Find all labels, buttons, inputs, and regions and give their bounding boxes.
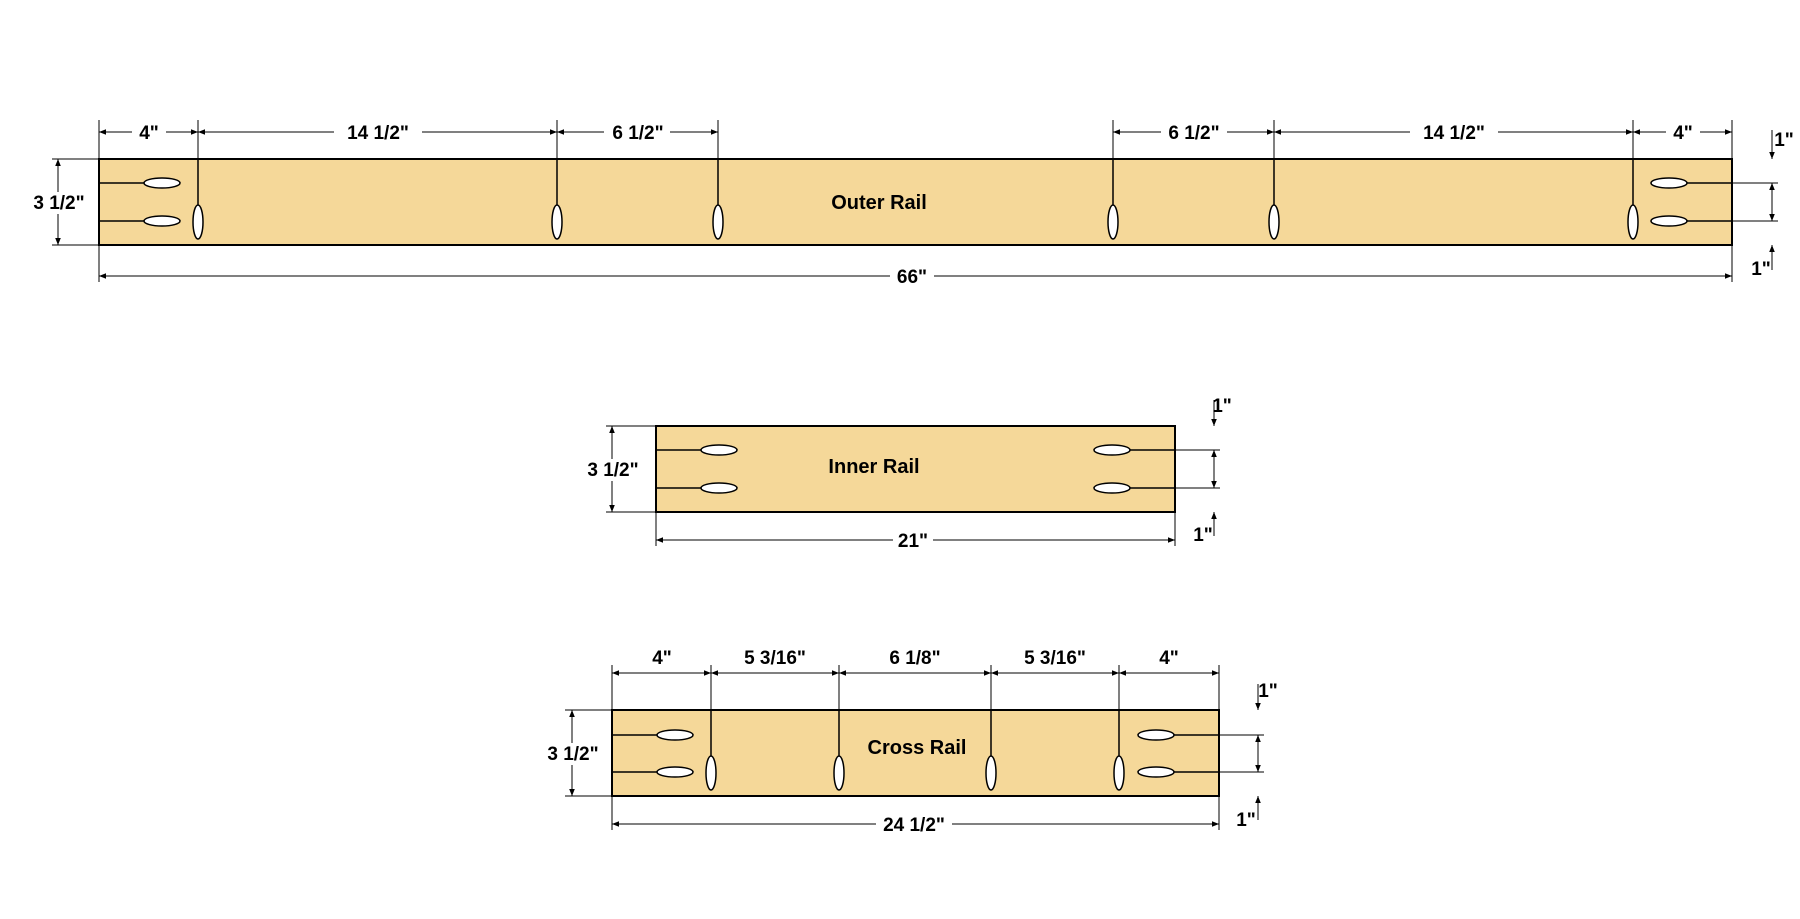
pocket-hole-icon xyxy=(833,755,845,791)
pocket-hole-icon xyxy=(1268,204,1280,240)
outer-rail-width-dimension: 3 1/2" xyxy=(28,158,99,246)
inner-rail-edge-top-label: 1" xyxy=(1212,396,1232,417)
pocket-hole-icon xyxy=(700,444,738,456)
outer-rail-pocket-holes xyxy=(99,159,1732,240)
cross-rail: 4" 5 3/16" 6 1/8" 5 3/16" 4" Cross Rail xyxy=(542,645,1278,836)
pocket-hole-icon xyxy=(700,482,738,494)
pocket-hole-icon xyxy=(985,755,997,791)
pocket-hole-icon xyxy=(551,204,563,240)
pocket-hole-icon xyxy=(1627,204,1639,240)
inner-rail-pocket-holes xyxy=(656,444,1175,494)
inner-rail-length-label: 21" xyxy=(898,531,928,552)
outer-rail-length-dimension: 66" xyxy=(98,245,1733,288)
inner-rail-title: Inner Rail xyxy=(828,456,919,478)
inner-rail-width-label: 3 1/2" xyxy=(587,460,638,481)
pocket-hole-icon xyxy=(1093,482,1131,494)
cross-rail-edge-bottom-label: 1" xyxy=(1236,810,1256,831)
outer-seg-2-label: 14 1/2" xyxy=(347,123,409,144)
pocket-hole-icon xyxy=(1093,444,1131,456)
outer-rail-edge-dimensions: 1" 1" xyxy=(1732,130,1794,280)
cross-seg-5-label: 4" xyxy=(1159,648,1179,669)
pocket-hole-icon xyxy=(656,766,694,778)
cross-rail-width-label: 3 1/2" xyxy=(547,744,598,765)
outer-seg-4-label: 6 1/2" xyxy=(1168,123,1219,144)
outer-rail: 4" 14 1/2" 6 1/2" 6 1/2" 14 1/2" 4" xyxy=(28,120,1794,288)
cross-rail-segment-dimensions: 4" 5 3/16" 6 1/8" 5 3/16" 4" xyxy=(611,645,1220,710)
pocket-hole-icon xyxy=(705,755,717,791)
outer-seg-3-label: 6 1/2" xyxy=(612,123,663,144)
outer-rail-segment-dimensions: 4" 14 1/2" 6 1/2" 6 1/2" 14 1/2" 4" xyxy=(98,120,1733,159)
inner-rail-edge-dimensions: 1" 1" xyxy=(1175,396,1232,546)
cross-rail-edge-dimensions: 1" 1" xyxy=(1219,681,1278,831)
pocket-hole-icon xyxy=(1137,729,1175,741)
outer-rail-width-label: 3 1/2" xyxy=(33,193,84,214)
outer-seg-6-label: 4" xyxy=(1673,123,1693,144)
cross-rail-width-dimension: 3 1/2" xyxy=(542,709,612,797)
outer-seg-1-label: 4" xyxy=(139,123,159,144)
pocket-hole-icon xyxy=(192,204,204,240)
cross-rail-pocket-holes xyxy=(612,710,1219,791)
pocket-hole-icon xyxy=(656,729,694,741)
inner-rail-edge-bottom-label: 1" xyxy=(1193,525,1213,546)
pocket-hole-icon xyxy=(143,177,181,189)
pocket-hole-icon xyxy=(1650,215,1688,227)
cross-rail-edge-top-label: 1" xyxy=(1258,681,1278,702)
pocket-hole-icon xyxy=(1107,204,1119,240)
pocket-hole-icon xyxy=(143,215,181,227)
inner-rail: Inner Rail 3 1/2" 21" 1" 1" xyxy=(582,396,1232,552)
cross-seg-2-label: 5 3/16" xyxy=(744,648,806,669)
outer-rail-edge-top-label: 1" xyxy=(1774,130,1794,151)
outer-rail-title: Outer Rail xyxy=(831,192,927,214)
cross-rail-title: Cross Rail xyxy=(868,737,967,759)
pocket-hole-icon xyxy=(1650,177,1688,189)
pocket-hole-icon xyxy=(1113,755,1125,791)
cross-rail-length-dimension: 24 1/2" xyxy=(611,796,1220,836)
cross-rail-length-label: 24 1/2" xyxy=(883,815,945,836)
inner-rail-length-dimension: 21" xyxy=(655,512,1176,552)
outer-rail-board xyxy=(98,158,1733,246)
inner-rail-board xyxy=(655,425,1176,513)
pocket-hole-icon xyxy=(712,204,724,240)
outer-rail-edge-bottom-label: 1" xyxy=(1751,259,1771,280)
outer-seg-5-label: 14 1/2" xyxy=(1423,123,1485,144)
cross-seg-3-label: 6 1/8" xyxy=(889,648,940,669)
pocket-hole-icon xyxy=(1137,766,1175,778)
cross-seg-1-label: 4" xyxy=(652,648,672,669)
outer-rail-length-label: 66" xyxy=(897,267,927,288)
inner-rail-width-dimension: 3 1/2" xyxy=(582,425,656,513)
cross-seg-4-label: 5 3/16" xyxy=(1024,648,1086,669)
